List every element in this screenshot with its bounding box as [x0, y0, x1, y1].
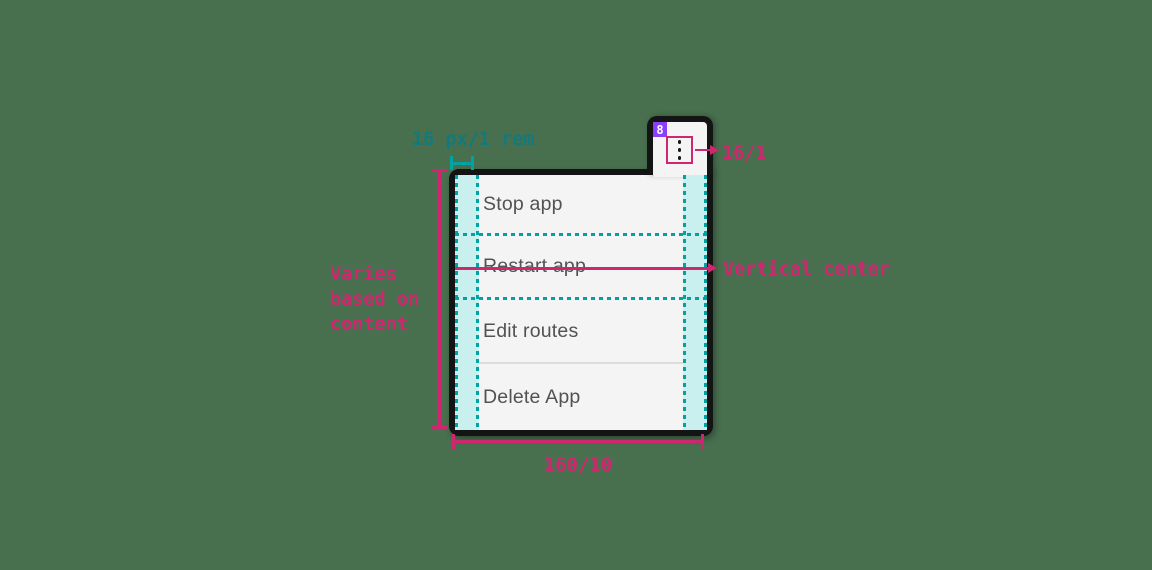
panel-tab-join — [654, 169, 706, 177]
overflow-menu-icon — [677, 156, 682, 160]
dimension-end-cap — [701, 434, 704, 449]
right-padding-highlight — [683, 175, 707, 430]
vertical-center-line — [455, 267, 709, 270]
menu-item-delete-app[interactable]: Delete App — [483, 385, 581, 408]
overflow-menu-icon — [677, 148, 682, 152]
overflow-menu-icon — [677, 140, 682, 144]
menu-item-stop-app[interactable]: Stop app — [483, 192, 563, 215]
dimension-end-cap — [431, 169, 448, 172]
dimension-end-cap — [431, 426, 448, 429]
left-padding-highlight — [455, 175, 479, 430]
menu-item-divider — [455, 362, 707, 364]
height-dimension-label: Varies based on content — [330, 262, 450, 337]
step-badge: 8 — [653, 122, 667, 137]
padding-size-label: 16 px/1 rem — [412, 129, 535, 150]
menu-item-edit-routes[interactable]: Edit routes — [483, 319, 579, 342]
dashed-guide-line — [704, 175, 707, 430]
vertical-center-label: Vertical center — [723, 259, 891, 280]
dashed-guide-line — [683, 175, 686, 430]
dimension-end-cap — [452, 434, 455, 449]
arrow-right-icon — [708, 263, 717, 273]
overflow-menu-panel — [449, 169, 713, 436]
overflow-menu-button[interactable] — [666, 136, 693, 164]
measure-ibeam-icon — [450, 161, 474, 165]
menu-item-restart-app[interactable]: Restart app — [483, 255, 587, 277]
height-label-line: Varies — [330, 264, 397, 285]
row-boundary-dashed-line — [455, 297, 707, 300]
width-dimension-label: 160/10 — [543, 454, 613, 476]
dashed-guide-line — [455, 175, 458, 430]
icon-size-label: 16/1 — [722, 143, 767, 164]
height-label-line: based on — [330, 289, 420, 310]
width-dimension-line — [452, 440, 704, 443]
height-label-line: content — [330, 314, 408, 335]
row-boundary-dashed-line — [455, 233, 707, 236]
icon-size-arrow-line — [695, 148, 711, 151]
height-dimension-line — [438, 170, 441, 429]
dashed-guide-line — [476, 175, 479, 430]
arrow-right-icon — [710, 144, 719, 155]
